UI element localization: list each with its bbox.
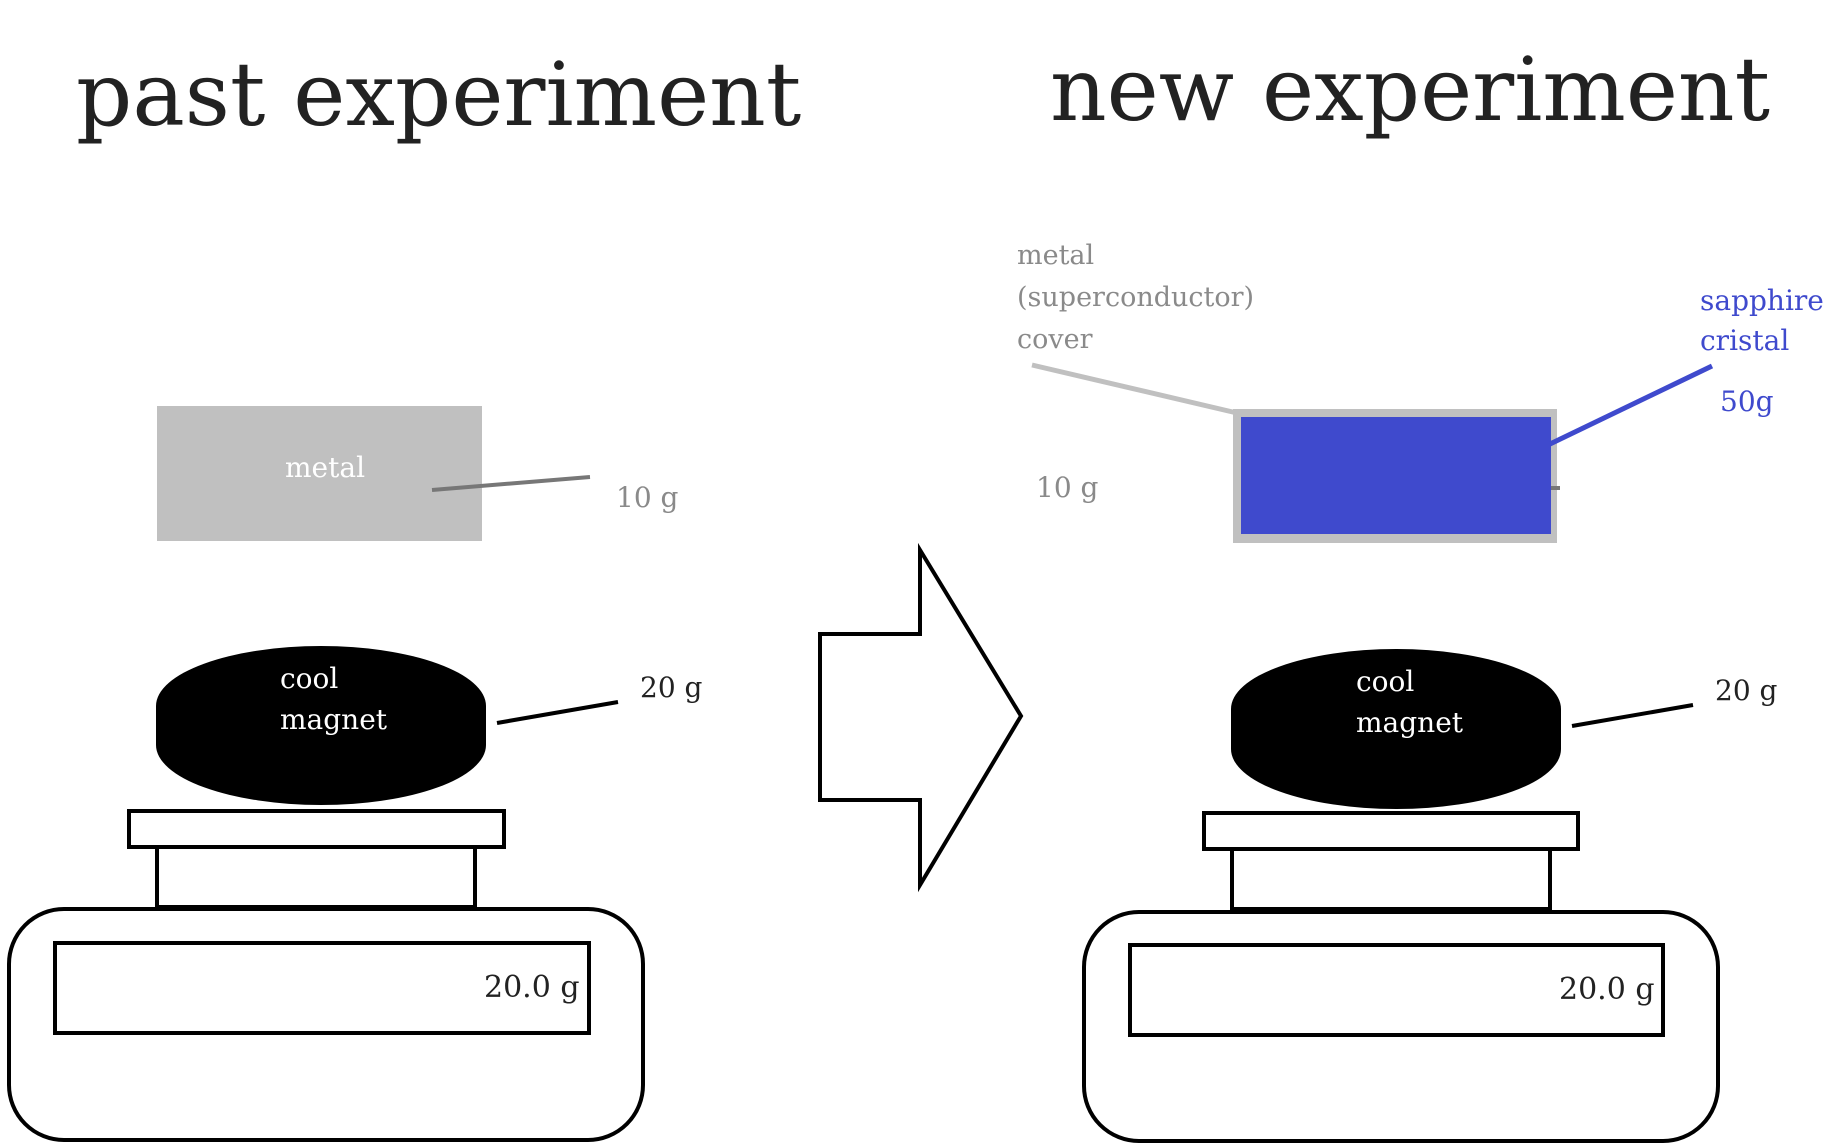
new-sapphire-weight: 50g <box>1720 385 1774 418</box>
new-cover-weight: 10 g <box>1036 471 1099 504</box>
new-scale-display <box>1128 943 1665 1037</box>
new-sapphire-label-line2: cristal <box>1700 324 1789 357</box>
past-metal-block <box>157 406 482 541</box>
new-magnet-cylinder <box>1231 649 1561 809</box>
past-magnet-label-line2: magnet <box>280 703 388 736</box>
past-magnet-label-line1: cool <box>280 662 338 695</box>
past-metal-weight: 10 g <box>616 481 679 514</box>
new-sapphire-crystal <box>1241 417 1551 534</box>
new-cover-label-line1: metal <box>1017 240 1094 271</box>
title-new-experiment: new experiment <box>1050 38 1770 141</box>
past-scale-platform <box>127 809 506 849</box>
new-cover-leader-line <box>1031 362 1238 416</box>
new-cover-label-line3: cover <box>1017 324 1093 355</box>
new-setup: metal (superconductor) cover 10 g sapphi… <box>1017 240 1824 1143</box>
new-scale-stem <box>1230 847 1552 911</box>
new-magnet-weight: 20 g <box>1715 674 1778 707</box>
past-magnet-cylinder <box>156 646 486 805</box>
new-sapphire-label-line1: sapphire <box>1700 284 1824 317</box>
new-scale-platform <box>1202 811 1580 851</box>
transition-arrow <box>818 542 1024 893</box>
new-scale-reading: 20.0 g <box>1559 972 1655 1007</box>
past-scale-display <box>53 941 591 1035</box>
past-magnet-weight: 20 g <box>640 671 703 704</box>
new-magnet-leader-line <box>1571 703 1694 728</box>
new-magnet-label-line1: cool <box>1356 665 1414 698</box>
title-past-experiment: past experiment <box>76 43 801 146</box>
past-magnet-leader-line <box>496 700 619 725</box>
past-scale-stem <box>155 845 477 909</box>
new-cover-label-line2: (superconductor) <box>1017 282 1254 313</box>
new-magnet-label-line2: magnet <box>1356 706 1464 739</box>
new-sapphire-leader-line <box>1548 363 1714 447</box>
past-metal-leader-line <box>431 475 591 492</box>
past-metal-label: metal <box>285 451 365 484</box>
past-scale-reading: 20.0 g <box>484 970 580 1005</box>
past-setup: metal 10 g cool magnet 20 g 20.0 g <box>7 406 703 1142</box>
